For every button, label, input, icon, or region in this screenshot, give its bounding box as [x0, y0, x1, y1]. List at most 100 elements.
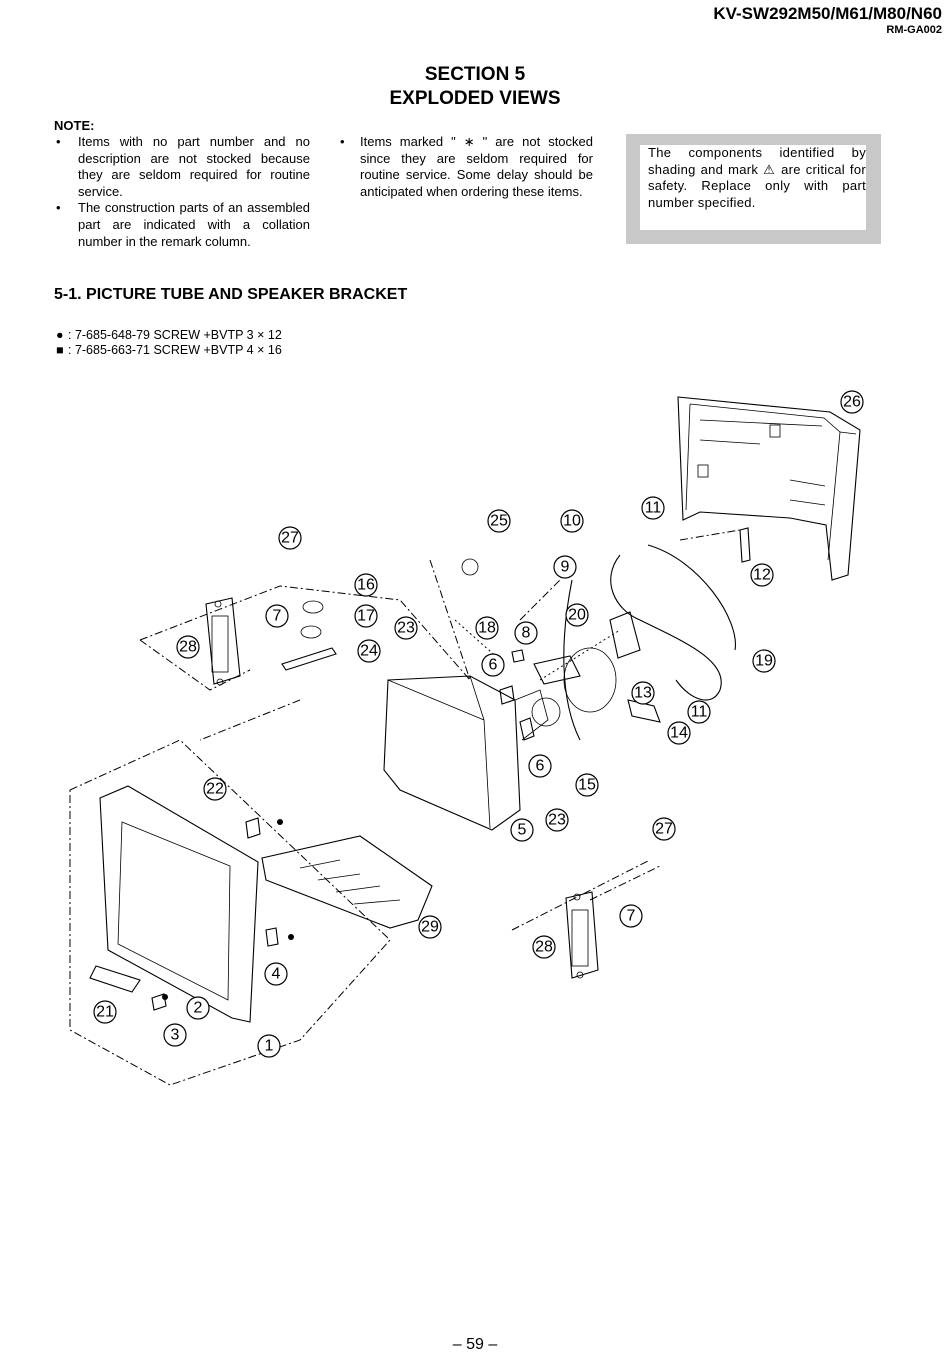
svg-text:17: 17: [357, 608, 375, 625]
callout-18: 18: [475, 616, 499, 640]
svg-text:5: 5: [518, 822, 527, 839]
svg-text:25: 25: [490, 513, 508, 530]
callout-26: 26: [840, 390, 864, 414]
svg-text:9: 9: [561, 559, 570, 576]
svg-text:29: 29: [421, 919, 439, 936]
callout-24: 24: [357, 639, 381, 663]
circle-bullet-icon: ●: [56, 328, 64, 342]
callout-10: 10: [560, 509, 584, 533]
note-label: NOTE:: [54, 118, 95, 133]
callout-1: 1: [257, 1034, 281, 1058]
svg-text:26: 26: [843, 394, 861, 411]
note-item: Items marked " ∗ " are not stocked since…: [338, 134, 593, 200]
callout-7: 7: [265, 604, 289, 628]
callout-21: 21: [93, 1000, 117, 1024]
section-title: SECTION 5 EXPLODED VIEWS: [0, 63, 950, 111]
callout-27: 27: [652, 817, 676, 841]
picture-tube-drawing: [383, 675, 561, 831]
callout-3: 3: [163, 1023, 187, 1047]
subsection-title: 5-1. PICTURE TUBE AND SPEAKER BRACKET: [54, 286, 408, 303]
svg-text:4: 4: [272, 966, 281, 983]
svg-text:16: 16: [357, 577, 375, 594]
svg-text:12: 12: [753, 567, 771, 584]
callout-4: 4: [264, 962, 288, 986]
note-item: Items with no part number and no descrip…: [54, 134, 310, 200]
svg-text:8: 8: [522, 625, 531, 642]
svg-text:18: 18: [478, 620, 496, 637]
callout-20: 20: [565, 603, 589, 627]
callout-17: 17: [354, 604, 378, 628]
svg-text:7: 7: [273, 608, 282, 625]
note-item: The construction parts of an assembled p…: [54, 200, 310, 250]
svg-text:13: 13: [634, 685, 652, 702]
svg-text:22: 22: [206, 781, 224, 798]
speaker-right-drawing: [565, 891, 599, 979]
callout-28: 28: [532, 935, 556, 959]
svg-text:24: 24: [360, 643, 378, 660]
callout-9: 9: [553, 555, 577, 579]
callout-5: 5: [510, 818, 534, 842]
svg-text:3: 3: [171, 1027, 180, 1044]
svg-text:23: 23: [397, 620, 415, 637]
callout-11: 11: [687, 700, 711, 724]
front-cabinet-drawing: [69, 739, 391, 1086]
bottom-bracket-drawing: [261, 835, 433, 929]
callout-16: 16: [354, 573, 378, 597]
callout-23: 23: [545, 808, 569, 832]
callout-19: 19: [752, 649, 776, 673]
callout-13: 13: [631, 681, 655, 705]
callout-23: 23: [394, 616, 418, 640]
safety-notice-box: The components identified by shading and…: [626, 134, 881, 244]
screw-legend-text: : 7-685-663-71 SCREW +BVTP 4 × 16: [68, 343, 282, 357]
callout-25: 25: [487, 509, 511, 533]
page-number: – 59 –: [452, 1336, 498, 1353]
svg-text:2: 2: [194, 1000, 203, 1017]
callout-7: 7: [619, 904, 643, 928]
svg-text:15: 15: [578, 777, 596, 794]
note-list-left: Items with no part number and no descrip…: [54, 134, 310, 250]
callout-15: 15: [575, 773, 599, 797]
svg-text:1: 1: [265, 1038, 274, 1055]
safety-notice-text: The components identified by shading and…: [640, 145, 866, 230]
rear-cover-drawing: [677, 396, 861, 581]
screw-legend-square: ■ : 7-685-663-71 SCREW +BVTP 4 × 16: [56, 343, 282, 357]
svg-text:10: 10: [563, 513, 581, 530]
chassis-code: RM-GA002: [886, 24, 942, 36]
svg-text:21: 21: [96, 1004, 114, 1021]
speaker-left-drawing: [205, 597, 241, 686]
svg-text:11: 11: [691, 704, 708, 721]
callout-28: 28: [176, 635, 200, 659]
svg-text:19: 19: [755, 653, 773, 670]
svg-text:27: 27: [281, 530, 299, 547]
callout-12: 12: [750, 563, 774, 587]
screw-marker-round: [162, 994, 168, 1000]
svg-text:23: 23: [548, 812, 566, 829]
callout-6: 6: [481, 653, 505, 677]
svg-text:14: 14: [670, 725, 688, 742]
svg-text:27: 27: [655, 821, 673, 838]
svg-text:6: 6: [489, 657, 498, 674]
svg-text:11: 11: [645, 500, 662, 517]
exploded-view-diagram: 26 11 25 10 27 9 12 16 7 17 20 23 18 8 1…: [69, 390, 864, 1086]
callout-2: 2: [186, 996, 210, 1020]
callout-14: 14: [667, 721, 691, 745]
screw-legend-round: ●: 7-685-648-79 SCREW +BVTP 3 × 12: [56, 328, 282, 342]
callout-11: 11: [641, 496, 665, 520]
square-bullet-icon: ■: [56, 343, 64, 357]
section-number: SECTION 5: [424, 64, 526, 85]
callout-6: 6: [528, 754, 552, 778]
svg-text:28: 28: [535, 939, 553, 956]
yoke-assembly-drawing: [151, 527, 751, 1011]
screw-marker-round: [277, 819, 283, 825]
screw-marker-round: [288, 934, 294, 940]
callout-27: 27: [278, 526, 302, 550]
model-title: KV-SW292M50/M61/M80/N60: [713, 4, 942, 23]
svg-text:20: 20: [568, 607, 586, 624]
svg-text:28: 28: [179, 639, 197, 656]
leader-lines: [139, 529, 741, 931]
svg-text:7: 7: [627, 908, 636, 925]
callout-22: 22: [203, 777, 227, 801]
section-heading: EXPLODED VIEWS: [389, 88, 561, 109]
callout-29: 29: [418, 915, 442, 939]
note-list-middle: Items marked " ∗ " are not stocked since…: [338, 134, 593, 200]
